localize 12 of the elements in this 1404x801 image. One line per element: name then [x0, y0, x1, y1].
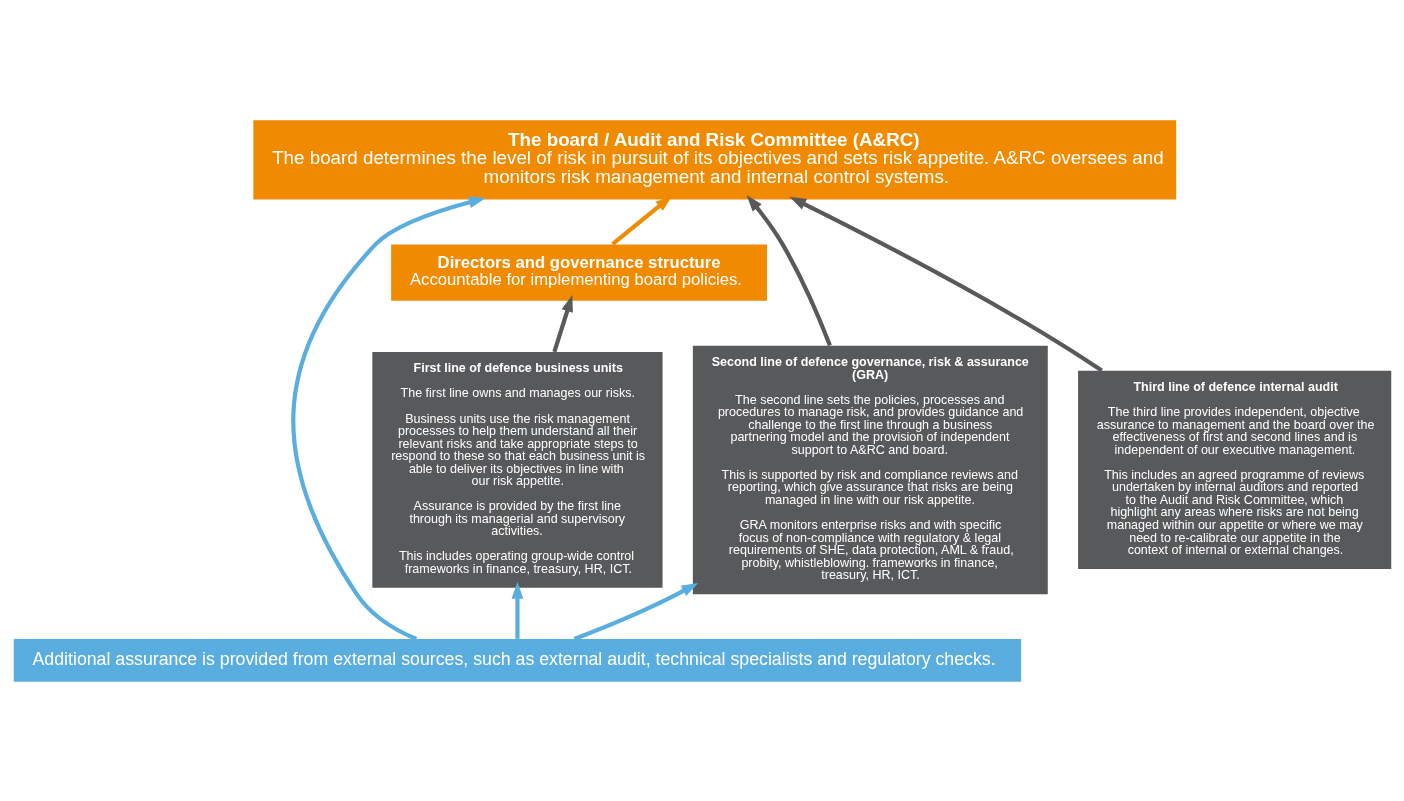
arrow [511, 581, 523, 639]
node-box: First line of defence business units The first line owns and manages our risks. Business units use the risk management processes to help them understand all their relevant risks and take appropriate steps to respond to these so that each business unit is able to deliver its objectives in line with our risk appetite. Assurance is provided by the first line through its managerial and supervisory activities. This includes operating group-wide control frameworks in finance, treasury, HR, ICT. [371, 351, 663, 588]
node-box: The board / Audit and Risk Committee (A&RC) The board determines the level of risk in pursuit of its objectives and sets risk appetite. A&RC oversees and monitors risk management and internal control systems. [252, 119, 1176, 199]
node-box: Directors and governance structure Accountable for implementing board policies. [390, 243, 767, 301]
node-box: Additional assurance is provided from external sources, such as external audit, technical specialists and regulatory checks. [13, 638, 1021, 682]
arrow [551, 294, 573, 353]
arrow [746, 194, 832, 346]
arrow [788, 196, 1103, 372]
arrow [573, 582, 698, 641]
node-box: Third line of defence internal audit The third line provides independent, objective assurance to management and the board over the effectiveness of first and second lines and is independent of our executive management. This includes an agreed programme of reviews undertaken by internal auditors and reported to the Audit and Risk Committee, which highlight any areas where risks are not being managed within our appetite or where we may need to re-calibrate our appetite in the context of internal or external changes. [1077, 370, 1391, 569]
arrow [290, 196, 486, 641]
node-box: Second line of defence governance, risk & assurance (GRA) The second line sets the policies, processes and procedures to manage risk, and provides guidance and challenge to the first line through a business partnering model and the provision of independent support to A&RC and board. This is supported by risk and compliance reviews and reporting, which give assurance that risks are being managed in line with our risk appetite. GRA monitors enterprise risks and with specific focus of non-compliance with regulatory & legal requirements of SHE, data protection, AML & fraud, probity, whistleblowing. frameworks in finance, treasury, HR, ICT. [692, 345, 1048, 594]
